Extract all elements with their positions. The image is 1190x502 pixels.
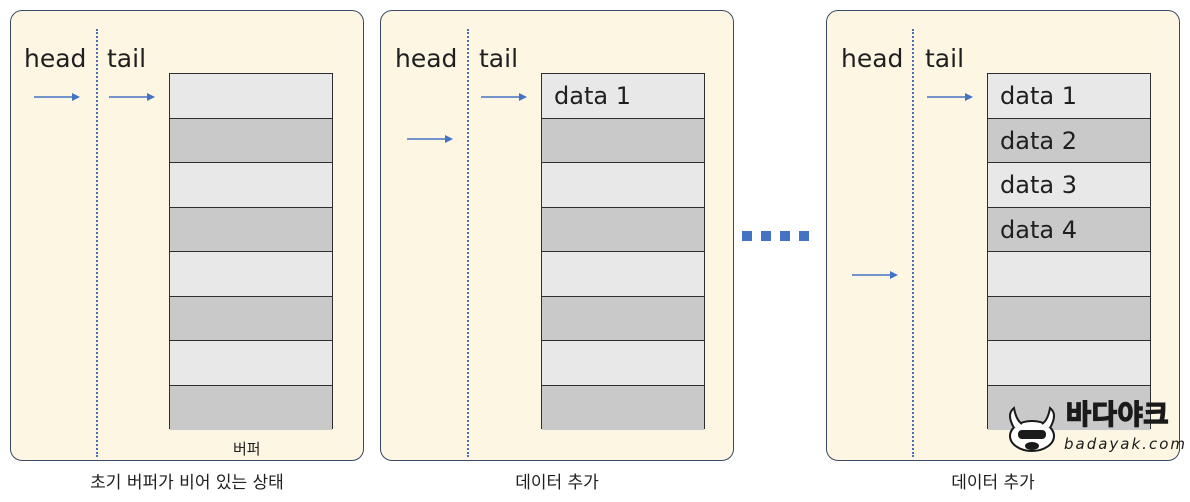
panel-empty-buffer: head tail 버퍼 <box>10 10 364 461</box>
buffer-cell <box>170 252 332 297</box>
head-tail-divider <box>467 29 469 457</box>
buffer-cell <box>170 341 332 386</box>
buffer-cell <box>988 296 1150 341</box>
buffer-cell <box>542 341 704 386</box>
buffer-cell <box>542 252 704 297</box>
badayak-mascot-icon <box>1009 406 1055 452</box>
tail-label: tail <box>479 44 519 73</box>
panel-add-data-4: head tail data 1 data 2 data 3 data 4 <box>826 10 1180 461</box>
tail-label: tail <box>107 44 147 73</box>
panel-add-data-1: head tail data 1 <box>380 10 734 461</box>
buffer-cell <box>988 252 1150 297</box>
buffer-cell <box>170 385 332 430</box>
buffer: data 1 <box>541 73 705 430</box>
tail-arrow-icon <box>481 93 527 101</box>
buffer-cell: data 1 <box>988 74 1150 119</box>
caption-empty-buffer: 초기 버퍼가 비어 있는 상태 <box>90 473 284 493</box>
buffer-cell: data 3 <box>988 163 1150 208</box>
caption-add-data-4: 데이터 추가 <box>951 473 1035 493</box>
buffer-cell <box>988 341 1150 386</box>
buffer-cell <box>170 118 332 163</box>
head-label: head <box>24 44 87 73</box>
buffer-cell <box>542 118 704 163</box>
buffer-cell: data 2 <box>988 118 1150 163</box>
head-tail-divider <box>96 29 98 457</box>
buffer-cell <box>170 207 332 252</box>
buffer <box>169 73 333 430</box>
buffer-cell: data 4 <box>988 207 1150 252</box>
head-label: head <box>841 44 904 73</box>
tail-arrow-icon <box>927 93 973 101</box>
buffer-cell <box>170 163 332 208</box>
buffer-cell <box>170 74 332 119</box>
tail-arrow-icon <box>109 93 155 101</box>
buffer-cell: data 1 <box>542 74 704 119</box>
logo-name: 바다야크 <box>1065 400 1170 431</box>
head-arrow-icon <box>34 93 80 101</box>
buffer-cell <box>542 385 704 430</box>
caption-add-data-1: 데이터 추가 <box>515 473 599 493</box>
buffer-cell <box>542 207 704 252</box>
ellipsis-dots <box>742 231 809 241</box>
buffer: data 1 data 2 data 3 data 4 <box>987 73 1151 430</box>
buffer-cell <box>170 296 332 341</box>
head-tail-divider <box>912 29 914 457</box>
logo-url: badayak.com <box>1064 435 1187 453</box>
head-arrow-icon <box>407 135 453 143</box>
buffer-caption: 버퍼 <box>233 440 261 458</box>
head-label: head <box>395 44 458 73</box>
tail-label: tail <box>925 44 965 73</box>
buffer-cell <box>542 163 704 208</box>
buffer-cell <box>542 296 704 341</box>
head-arrow-icon <box>852 271 898 279</box>
